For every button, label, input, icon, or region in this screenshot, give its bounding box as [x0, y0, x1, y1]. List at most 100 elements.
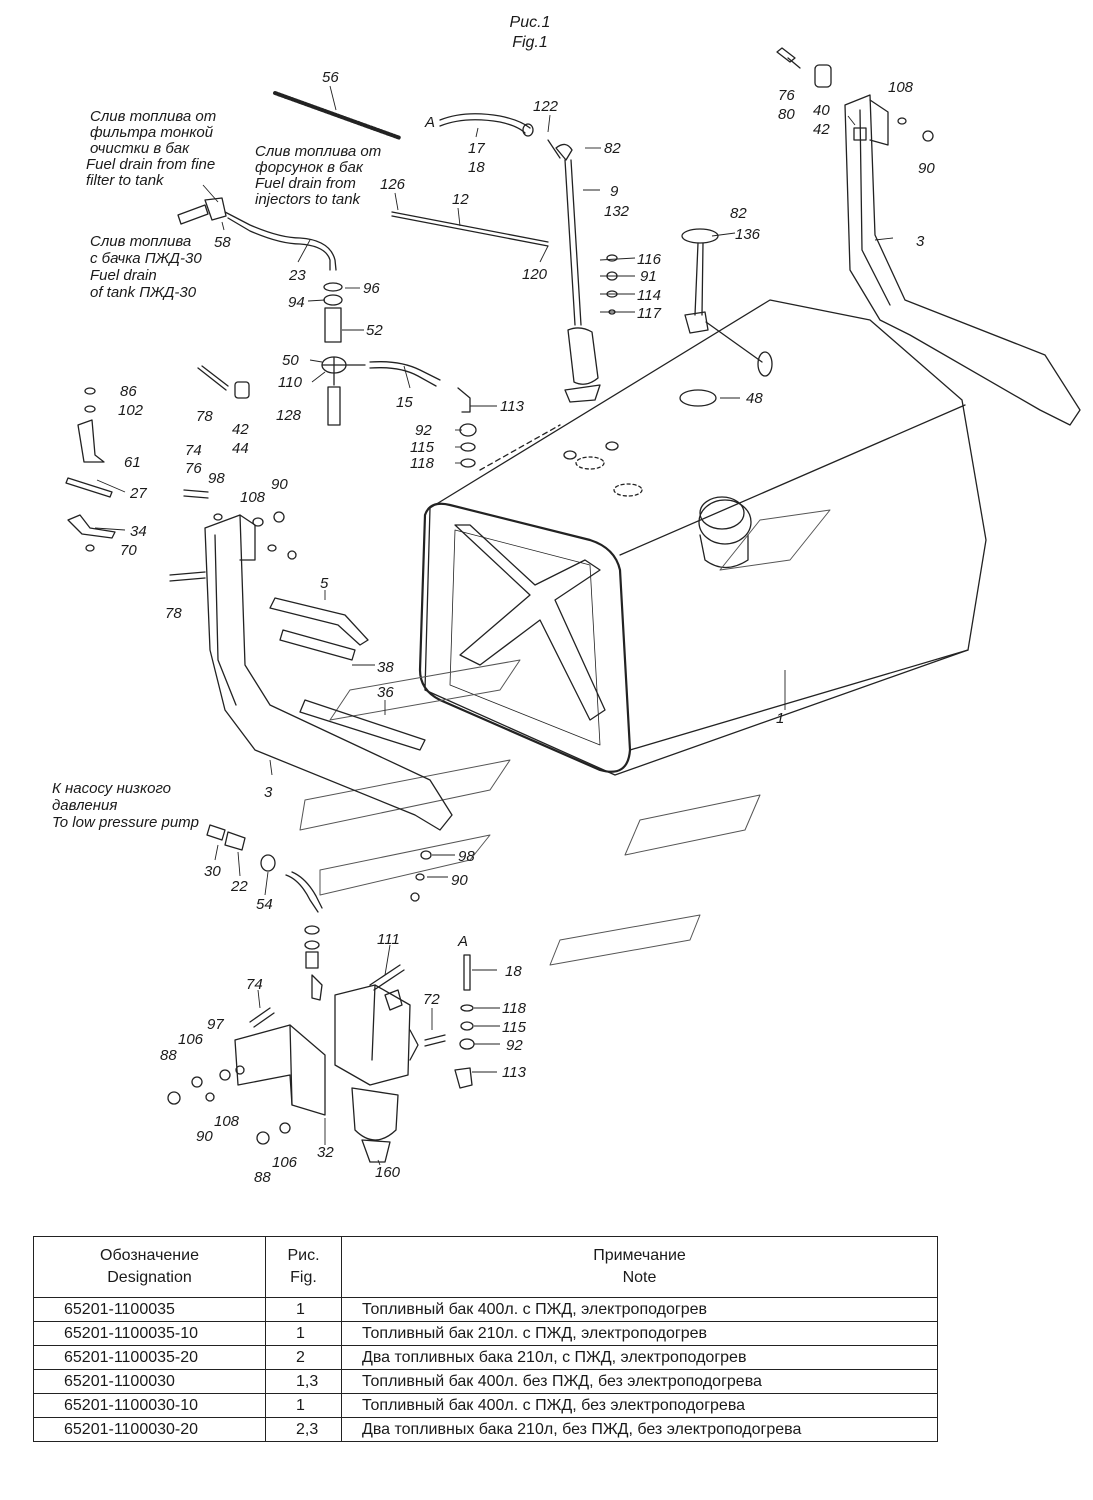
- callout-120: 120: [522, 266, 548, 283]
- note-line: Слив топлива: [90, 233, 191, 250]
- callout-126: 126: [380, 176, 406, 193]
- callout-116: 116: [637, 251, 662, 268]
- filter-bracket: [234, 1024, 326, 1116]
- callout-23: 23: [288, 267, 306, 284]
- cell-fig: 1: [265, 1297, 342, 1322]
- callout-88: 88: [254, 1169, 271, 1186]
- callout-90: 90: [451, 872, 468, 889]
- note-line: Слив топлива от: [90, 108, 216, 125]
- callout-54: 54: [256, 896, 273, 913]
- callout-97: 97: [207, 1016, 224, 1033]
- callout-96: 96: [363, 280, 380, 297]
- header-note-en: Note: [622, 1269, 657, 1286]
- note-line: Fuel drain from: [255, 175, 356, 192]
- callout-94: 94: [288, 294, 305, 311]
- callout-117: 117: [637, 305, 662, 322]
- callout-82: 82: [730, 205, 747, 222]
- note-line: filter to tank: [86, 172, 165, 189]
- filler-cap: [698, 496, 752, 569]
- cell-note: Два топливных бака 210л, без ПЖД, без эл…: [341, 1417, 938, 1442]
- callout-90: 90: [271, 476, 288, 493]
- note-line: фильтра тонкой: [90, 124, 214, 141]
- header-fig: Рис. Fig.: [265, 1236, 342, 1298]
- cell-fig: 1: [265, 1321, 342, 1346]
- note-line: с бачка ПЖД-30: [90, 250, 202, 267]
- callout-22: 22: [230, 878, 248, 895]
- callout-115: 115: [502, 1019, 527, 1036]
- callout-106: 106: [272, 1154, 298, 1171]
- cell-note: Топливный бак 400л. с ПЖД, электроподогр…: [341, 1297, 938, 1322]
- callout-58: 58: [214, 234, 231, 251]
- callout-15: 15: [396, 394, 413, 411]
- callout-98: 98: [208, 470, 225, 487]
- callout-61: 61: [124, 454, 141, 471]
- cell-designation: 65201-1100035-20: [33, 1345, 266, 1370]
- note-line: очистки в бак: [90, 140, 190, 157]
- callout-110: 110: [278, 374, 303, 391]
- callout-122: 122: [533, 98, 559, 115]
- cell-note: Топливный бак 400л. без ПЖД, без электро…: [341, 1369, 938, 1394]
- header-note-ru: Примечание: [593, 1247, 686, 1264]
- cell-note: Топливный бак 400л. с ПЖД, без электропо…: [341, 1393, 938, 1418]
- header-note: Примечание Note: [341, 1236, 938, 1298]
- callout-32: 32: [317, 1144, 334, 1161]
- note-line: давления: [52, 797, 117, 814]
- annotation-injector-drain: Слив топлива от форсунок в бак Fuel drai…: [255, 143, 381, 208]
- callout-88: 88: [160, 1047, 177, 1064]
- cell-note: Два топливных бака 210л, с ПЖД, электроп…: [341, 1345, 938, 1370]
- cell-note: Топливный бак 210л. с ПЖД, электроподогр…: [341, 1321, 938, 1346]
- callout-90: 90: [196, 1128, 213, 1145]
- callout-102: 102: [118, 402, 144, 419]
- header-designation-en: Designation: [107, 1269, 192, 1286]
- table-row: 65201-1100030-10 1 Топливный бак 400л. с…: [33, 1393, 938, 1418]
- callout-a: A: [424, 114, 435, 131]
- callout-113: 113: [500, 398, 525, 415]
- callout-36: 36: [377, 684, 394, 701]
- callout-42: 42: [232, 421, 249, 438]
- callout-132: 132: [604, 203, 630, 220]
- header-designation-ru: Обозначение: [100, 1247, 199, 1264]
- callout-38: 38: [377, 659, 394, 676]
- fuel-filter: [334, 984, 419, 1163]
- cell-fig: 2: [265, 1345, 342, 1370]
- note-line: injectors to tank: [255, 191, 362, 208]
- callout-160: 160: [375, 1164, 401, 1181]
- header-designation: Обозначение Designation: [33, 1236, 266, 1298]
- callout-74: 74: [246, 976, 263, 993]
- callout-3: 3: [916, 233, 925, 250]
- note-line: To low pressure pump: [52, 814, 199, 831]
- callout-56: 56: [322, 69, 339, 86]
- callout-17: 17: [468, 140, 485, 157]
- fuel-tank: [418, 299, 987, 776]
- callout-3: 3: [264, 784, 273, 801]
- tank-bracket-left: [204, 514, 453, 831]
- part-callouts: 56 A 17 18 122 82 9 132 76 80 40 42 108 …: [118, 69, 935, 1186]
- cell-designation: 65201-1100030-10: [33, 1393, 266, 1418]
- table-row: 65201-1100035 1 Топливный бак 400л. с ПЖ…: [33, 1297, 938, 1322]
- exploded-view-drawing: Слив топлива от фильтра тонкой очистки в…: [52, 47, 1081, 1186]
- callout-42: 42: [813, 121, 830, 138]
- callout-5: 5: [320, 575, 329, 592]
- note-line: Слив топлива от: [255, 143, 381, 160]
- callout-44: 44: [232, 440, 249, 457]
- callout-40: 40: [813, 102, 830, 119]
- callout-30: 30: [204, 863, 221, 880]
- header-fig-en: Fig.: [290, 1269, 317, 1286]
- callout-91: 91: [640, 268, 657, 285]
- note-line: of tank ПЖД-30: [90, 284, 197, 301]
- callout-9: 9: [610, 183, 619, 200]
- note-line: Fuel drain from fine: [86, 156, 215, 173]
- table-row: 65201-1100035-20 2 Два топливных бака 21…: [33, 1345, 938, 1370]
- callout-1: 1: [776, 710, 784, 727]
- callout-52: 52: [366, 322, 383, 339]
- callout-114: 114: [637, 287, 661, 304]
- callout-76: 76: [778, 87, 795, 104]
- cell-designation: 65201-1100035-10: [33, 1321, 266, 1346]
- callout-92: 92: [415, 422, 432, 439]
- tank-bracket-right: [844, 94, 1081, 426]
- table-row: 65201-1100035-10 1 Топливный бак 210л. с…: [33, 1321, 938, 1346]
- callout-18: 18: [505, 963, 522, 980]
- cell-fig: 1,3: [265, 1369, 342, 1394]
- callout-82: 82: [604, 140, 621, 157]
